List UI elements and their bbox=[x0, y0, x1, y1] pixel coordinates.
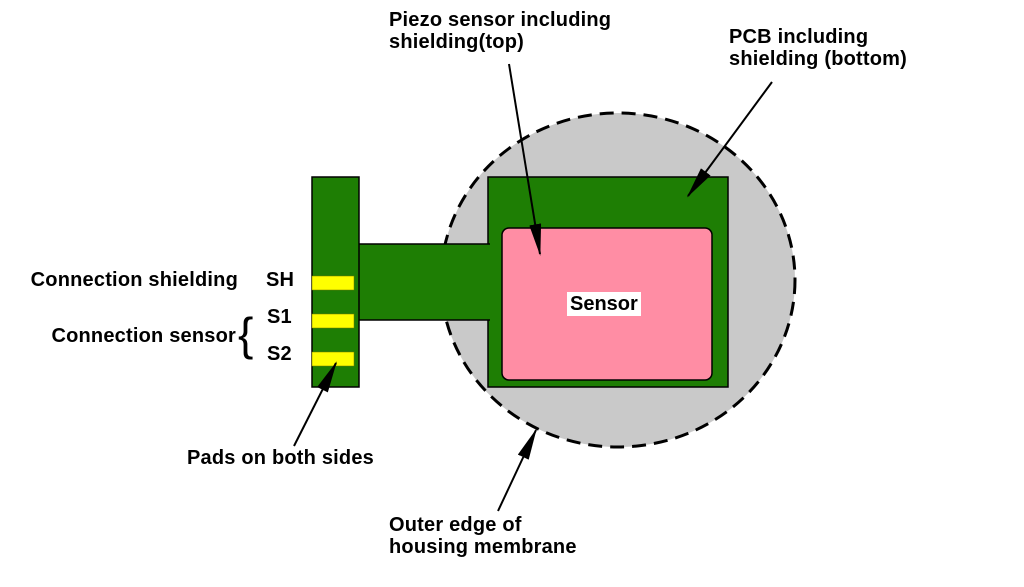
pcb-arrow bbox=[686, 81, 773, 198]
connection-sensor-label: Connection sensor bbox=[51, 325, 236, 347]
pad-s2 bbox=[311, 351, 355, 367]
pad-sh bbox=[311, 275, 355, 291]
pad-s2-label: S2 bbox=[267, 343, 292, 365]
outer-edge-arrow bbox=[497, 428, 537, 512]
sensor-pads-brace: { bbox=[238, 308, 254, 360]
pad-s1-label: S1 bbox=[267, 306, 292, 328]
pads-both-sides-label: Pads on both sides bbox=[187, 447, 374, 469]
piezo-sensor-arrow bbox=[508, 63, 542, 256]
pad-s1 bbox=[311, 313, 355, 329]
outer-edge-label: Outer edge of housing membrane bbox=[389, 514, 577, 558]
connector-strip bbox=[357, 244, 490, 320]
sensor-label: Sensor bbox=[567, 292, 641, 316]
pad-sh-label: SH bbox=[266, 269, 295, 291]
pcb-label: PCB including shielding (bottom) bbox=[729, 26, 908, 70]
connection-shielding-label: Connection shielding bbox=[30, 269, 238, 291]
pads-arrow bbox=[293, 361, 337, 447]
piezo-sensor-label: Piezo sensor including shielding(top) bbox=[389, 9, 612, 53]
